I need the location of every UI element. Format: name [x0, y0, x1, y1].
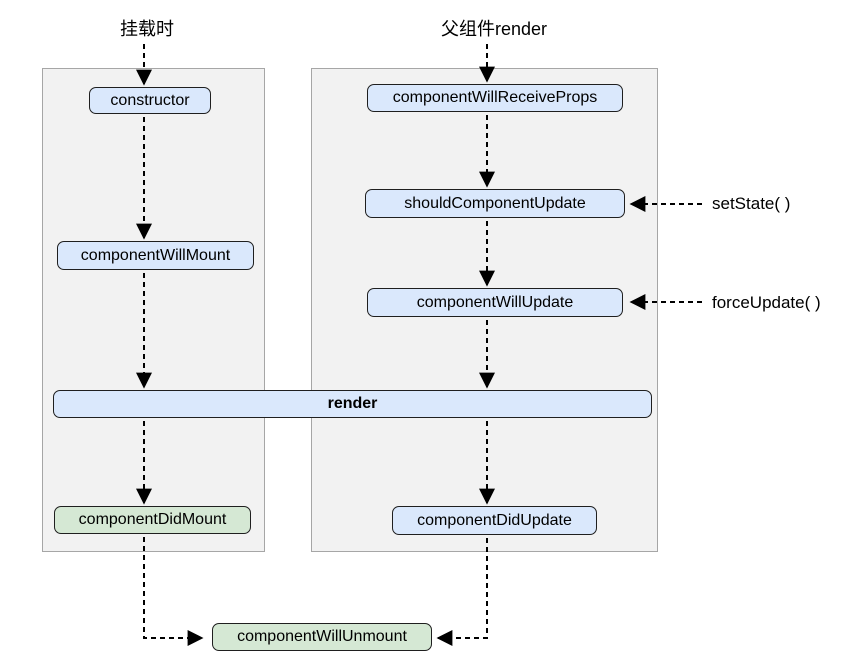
mount-entry-label: 挂载时: [120, 19, 174, 39]
node-componentwillmount: componentWillMount: [57, 241, 254, 270]
arrow-didupdate-to-unmount: [436, 538, 488, 646]
node-render: render: [53, 390, 652, 418]
node-componentwillupdate: componentWillUpdate: [367, 288, 623, 317]
node-componentdidupdate: componentDidUpdate: [392, 506, 597, 535]
setstate-trigger-label: setState( ): [712, 194, 791, 213]
parent-render-entry-label: 父组件render: [440, 19, 548, 39]
node-componentwillreceiveprops: componentWillReceiveProps: [367, 84, 623, 112]
node-componentdidmount: componentDidMount: [54, 506, 251, 534]
mount-phase-panel: [42, 68, 265, 552]
node-constructor: constructor: [89, 87, 211, 114]
node-shouldcomponentupdate: shouldComponentUpdate: [365, 189, 625, 218]
arrow-didmount-to-unmount: [143, 537, 204, 646]
forceupdate-trigger-label: forceUpdate( ): [712, 293, 821, 312]
node-componentwillunmount: componentWillUnmount: [212, 623, 432, 651]
